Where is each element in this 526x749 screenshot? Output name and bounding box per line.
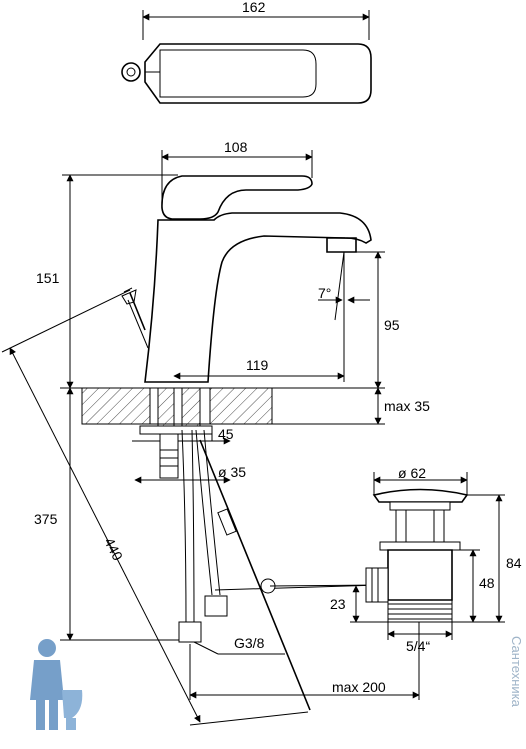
dim-label-drain-dia: ø 62: [398, 465, 426, 481]
mounting-deck: [60, 387, 385, 429]
dim-label-108: 108: [224, 139, 248, 155]
dim-label-375: 375: [34, 511, 58, 527]
knob-circle: [121, 62, 141, 82]
watermark-text: Сантехника: [509, 636, 524, 708]
plumber-mascot-logo: [30, 639, 83, 730]
dim-label-hole: ø 35: [218, 464, 246, 480]
dim-label-151: 151: [36, 270, 60, 286]
faucet-side-view: [121, 175, 372, 383]
dim-spout: [173, 251, 385, 389]
dim-lever: [161, 150, 313, 205]
top-view: [121, 10, 372, 104]
dim-label-45: 45: [218, 426, 234, 442]
mounting-hardware: [132, 425, 381, 711]
dim-label-angle: 7°: [318, 285, 331, 301]
drain-assembly: [350, 472, 505, 640]
dim-label-thread: 5/4“: [406, 638, 430, 654]
dim-label-440: 440: [101, 535, 126, 563]
dim-label-95: 95: [384, 317, 400, 333]
dim-label-84: 84: [506, 555, 522, 571]
dim-label-119: 119: [246, 357, 269, 373]
dim-label-max200: max 200: [332, 679, 386, 695]
faucet-top-outline: [144, 43, 372, 104]
dim-label-23: 23: [330, 596, 346, 612]
dim-label-48: 48: [479, 575, 495, 591]
dim-label-g38: G3/8: [234, 635, 265, 651]
dim-label-deck: max 35: [384, 398, 430, 414]
dim-diagonal: [1, 289, 309, 726]
dim-label-162: 162: [242, 0, 266, 15]
